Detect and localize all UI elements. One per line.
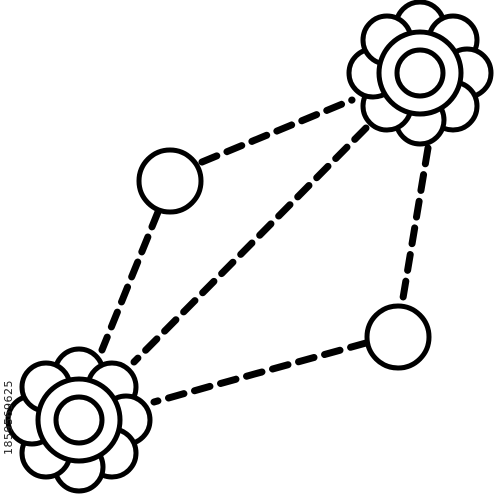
connector-node-a-to-top-flower — [198, 96, 356, 166]
node-circle-upper-left — [136, 147, 204, 215]
node-circle-lower-right — [364, 303, 432, 371]
connector-top-flower-to-bottom-flower — [130, 124, 370, 366]
connector-lines — [98, 96, 432, 406]
connector-node-b-to-bottom-flower — [150, 339, 370, 406]
watermark-id-text: 1859569625 — [2, 380, 15, 455]
connector-top-flower-to-node-b — [398, 144, 432, 308]
flower-icon-bottom-left — [5, 346, 153, 494]
flower-icon-top-right — [346, 0, 494, 147]
connector-node-a-to-bottom-flower — [98, 208, 162, 354]
